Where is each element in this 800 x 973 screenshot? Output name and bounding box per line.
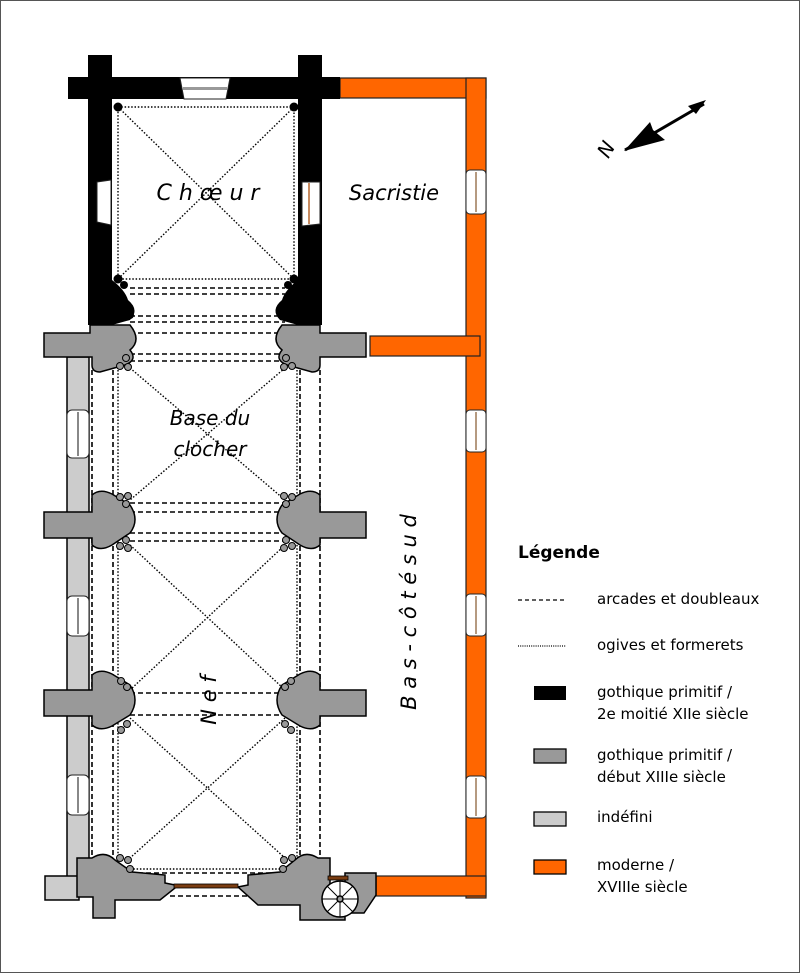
room-label-bas-cote-sud: B a s - c ô t é s u d [397, 513, 421, 709]
north-label: N [592, 137, 620, 162]
west-door [173, 875, 349, 889]
north-aisle-corner [44, 875, 80, 901]
south-windows [465, 169, 487, 819]
spiral-staircase-icon [321, 880, 359, 918]
legend-label-arcades: arcades et doubleaux [597, 590, 760, 608]
sacristie-north-wall [339, 77, 487, 99]
legend-label-black-2: 2e moitié XIIe siècle [597, 705, 749, 723]
room-label-base-clocher-2: clocher [174, 437, 249, 461]
pier-north-3 [43, 670, 136, 730]
pier-west-north [76, 853, 176, 919]
ogives-formerets [117, 106, 298, 870]
legend-swatch-orange [533, 859, 567, 875]
pier-south-3 [276, 670, 367, 730]
column-shafts [116, 354, 296, 873]
room-label-base-clocher-1: Base du [170, 406, 250, 430]
legend-swatch-gray [533, 748, 567, 764]
legend-label-ogives: ogives et formerets [597, 636, 744, 654]
pier-south-1 [275, 324, 367, 373]
arcades-doubleaux [91, 287, 321, 897]
legend-title: Légende [518, 543, 600, 563]
legend-label-gray-1: gothique primitif / [597, 746, 733, 764]
choir-side-windows [96, 179, 321, 227]
legend-label-modern-2: XVIIIe siècle [597, 878, 688, 896]
piers [43, 324, 377, 921]
legend-label-black-1: gothique primitif / [597, 683, 733, 701]
bas-cote-west-wall [375, 875, 487, 897]
legend-label-gray-2: début XIIIe siècle [597, 768, 726, 786]
sacristie-partition-wall [369, 335, 481, 357]
room-label-nef: N e f [197, 672, 221, 725]
south-outer-wall [465, 77, 487, 899]
legend-swatch-lightgray [533, 811, 567, 827]
north-windows [66, 409, 90, 816]
legend-symbols [518, 599, 567, 875]
legend-swatch-black [534, 686, 566, 700]
pier-south-2 [276, 490, 367, 550]
pier-north-1 [43, 324, 137, 373]
legend-label-modern-1: moderne / [597, 856, 674, 874]
room-label-sacristie: Sacristie [349, 181, 439, 205]
north-arrow-icon: N [592, 100, 706, 162]
choir-east-window [179, 77, 231, 100]
pier-north-2 [43, 490, 136, 550]
legend-label-undefined: indéfini [597, 808, 653, 826]
room-label-choeur: C h œ u r [157, 181, 262, 206]
choir-columns [113, 102, 299, 319]
